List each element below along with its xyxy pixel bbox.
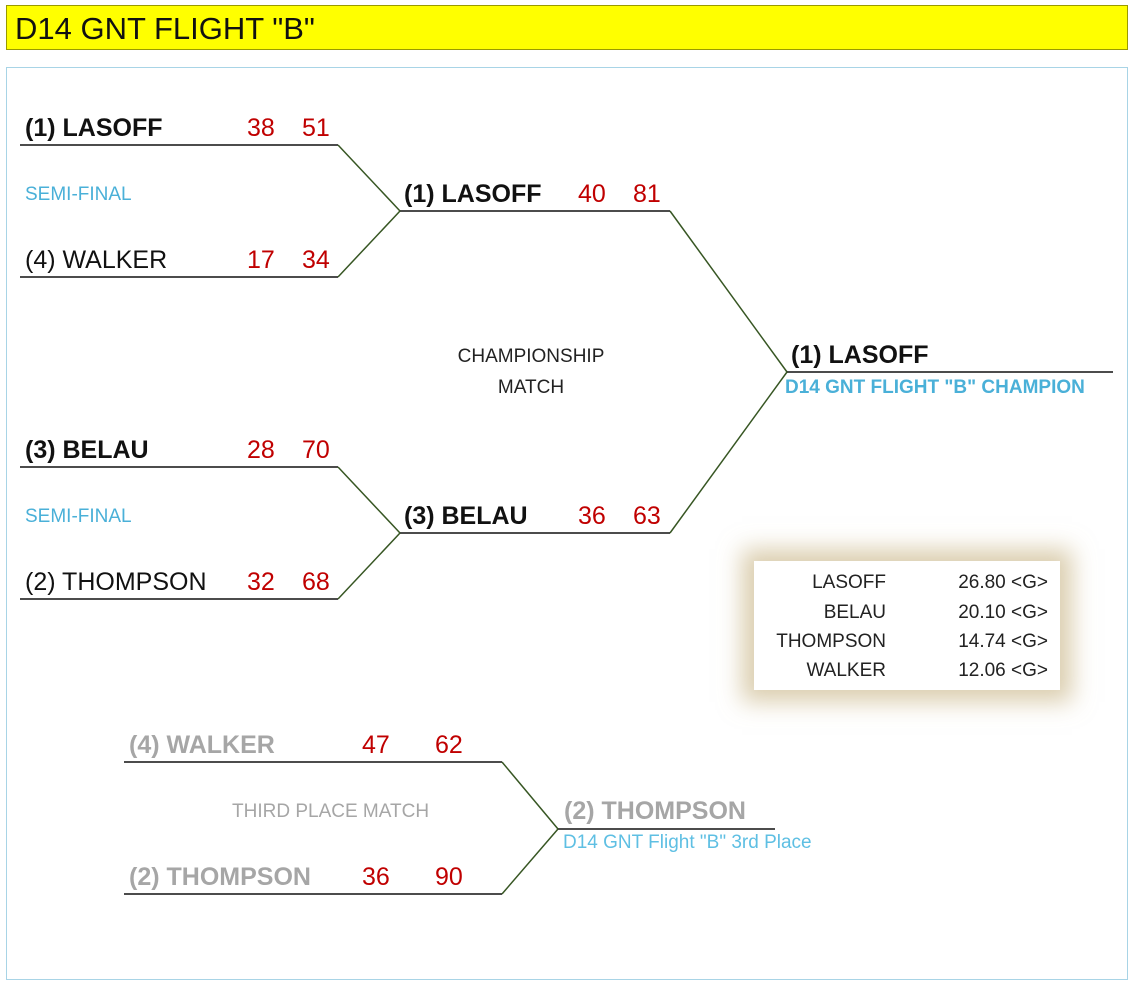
final-player-a-score1: 40	[578, 180, 606, 208]
tp-player-b-score1: 36	[362, 863, 390, 891]
connector-final-a	[669, 210, 788, 373]
third-place-winner-subtitle: D14 GNT Flight "B" 3rd Place	[563, 832, 812, 853]
sf2-player-b-name: (2) THOMPSON	[25, 568, 207, 596]
tp-player-a-score1: 47	[362, 731, 390, 759]
final-player-a-name: (1) LASOFF	[404, 180, 542, 208]
final-player-b-name: (3) BELAU	[404, 502, 528, 530]
tp-player-a-score2: 62	[435, 731, 463, 759]
sf1-player-b-score1: 17	[247, 246, 275, 274]
stat-row: WALKER 12.06 <G>	[754, 660, 1060, 689]
tp-player-b-name: (2) THOMPSON	[129, 863, 311, 891]
third-place-label: THIRD PLACE MATCH	[232, 801, 430, 822]
connector-sf1-a	[337, 144, 401, 212]
sf2-player-a-score2: 70	[302, 436, 330, 464]
handicap-stats-box: LASOFF 26.80 <G> BELAU 20.10 <G> THOMPSO…	[754, 561, 1060, 690]
championship-caption: CHAMPIONSHIP MATCH	[431, 341, 631, 403]
championship-caption-line1: CHAMPIONSHIP	[457, 346, 605, 367]
final-player-b-score2: 63	[633, 502, 661, 530]
stat-row: BELAU 20.10 <G>	[754, 602, 1060, 631]
sf1-player-a-score2: 51	[302, 114, 330, 142]
tp-player-b-score2: 90	[435, 863, 463, 891]
stat-player-name: WALKER	[806, 660, 886, 681]
stat-row: THOMPSON 14.74 <G>	[754, 631, 1060, 660]
sf2-player-b-score2: 68	[302, 568, 330, 596]
stat-player-name: LASOFF	[812, 572, 886, 593]
final-player-b-score1: 36	[578, 502, 606, 530]
stat-value: 26.80 <G>	[958, 572, 1048, 593]
sf1-player-a-score1: 38	[247, 114, 275, 142]
stat-value: 12.06 <G>	[958, 660, 1048, 681]
stat-value: 20.10 <G>	[958, 602, 1048, 623]
stat-row: LASOFF 26.80 <G>	[754, 572, 1060, 601]
final-player-a-score2: 81	[633, 180, 661, 208]
champion-name: (1) LASOFF	[791, 341, 929, 369]
tp-player-a-name: (4) WALKER	[129, 731, 275, 759]
connector-sf1-b	[337, 210, 401, 278]
sf1-player-b-score2: 34	[302, 246, 330, 274]
sf1-label: SEMI-FINAL	[25, 184, 132, 205]
connector-sf2-b	[337, 532, 401, 600]
sf2-player-a-score1: 28	[247, 436, 275, 464]
page-title: D14 GNT FLIGHT "B"	[6, 5, 1128, 50]
sf1-player-b-name: (4) WALKER	[25, 246, 168, 274]
stat-player-name: THOMPSON	[776, 631, 886, 652]
stat-player-name: BELAU	[823, 602, 886, 623]
sf2-player-b-score1: 32	[247, 568, 275, 596]
connector-tp-b	[501, 828, 559, 895]
connector-final-b	[669, 371, 788, 534]
sf2-label: SEMI-FINAL	[25, 506, 132, 527]
sf2-player-a-name: (3) BELAU	[25, 436, 149, 464]
sf1-player-a-name: (1) LASOFF	[25, 114, 163, 142]
championship-caption-line2: MATCH	[497, 377, 565, 398]
champion-subtitle: D14 GNT FLIGHT "B" CHAMPION	[785, 377, 1085, 398]
stat-value: 14.74 <G>	[958, 631, 1048, 652]
bracket-frame	[6, 67, 1128, 980]
connector-tp-a	[501, 761, 559, 830]
third-place-winner-name: (2) THOMPSON	[564, 797, 746, 825]
connector-sf2-a	[337, 466, 401, 534]
